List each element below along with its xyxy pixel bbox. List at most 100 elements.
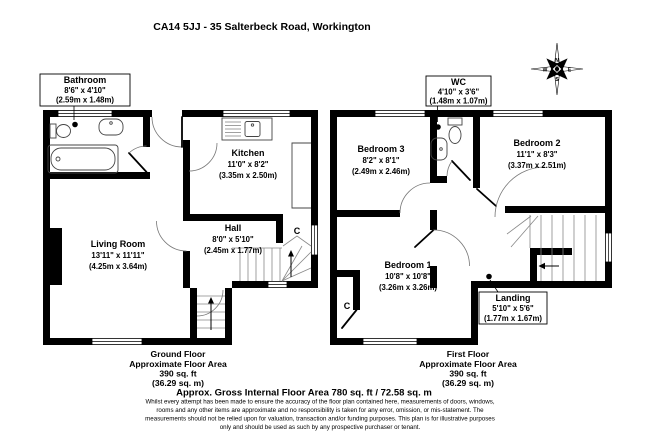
bathtub-icon [47,144,119,174]
compass-label-s: S [555,77,559,83]
bedroom3-metric: (2.49m x 2.46m) [352,167,410,176]
first-floor-fixtures [430,117,492,280]
chimney-breast [43,228,62,285]
compass-blade-sw [546,67,559,80]
ground-floor-caption-line2: Approximate Floor Area [129,359,227,369]
bedroom3-door-arc [399,182,431,214]
compass-blade-se [555,67,568,80]
ground-floor-doors [128,116,312,317]
cupboard-folding-door [282,235,312,247]
hall-imperial: 8'0" x 5'10" [212,235,254,244]
hall-metric: (2.45m x 1.77m) [204,246,262,255]
bathroom-door-arc [128,145,147,154]
hall-label: Hall 8'0" x 5'10" (2.45m x 1.77m) [204,223,262,255]
compass-center-dot [554,66,560,72]
first-floor-caption-line2: Approximate Floor Area [419,359,517,369]
compass-label-e: E [568,68,572,74]
ground-floor-caption-line1: Ground Floor [151,349,207,359]
bathroom-metric: (2.59m x 1.48m) [56,96,114,105]
stair-lobby-door-arc [196,289,224,317]
disclaimer-line4: only and should be used as such by any p… [220,424,421,431]
first-floor-caption-line4: (36.29 sq. m) [442,378,494,388]
bedroom2-door-leaf [476,188,497,207]
bathroom-door-leaf [128,152,148,173]
living-room-label: Living Room 13'11" x 11'11" (4.25m x 3.6… [89,239,147,271]
bedroom2-name: Bedroom 2 [513,138,560,148]
wc-metric: (1.48m x 1.07m) [429,97,487,106]
first-floor-walls [330,110,612,345]
kitchen-label: Kitchen 11'0" x 8'2" (3.35m x 2.50m) [219,148,277,180]
kitchen-name: Kitchen [231,148,264,158]
living-room-door-arc [156,220,187,252]
ground-floor-walls [43,110,318,345]
bathroom-label-box: Bathroom 8'6" x 4'10" (2.59m x 1.48m) [39,73,131,120]
first-floor-stairs [506,215,597,281]
page-title: CA14 5JJ - 35 Salterbeck Road, Workingto… [153,21,370,33]
living-room-imperial: 13'11" x 11'11" [91,251,144,260]
kitchen-metric: (3.35m x 2.50m) [219,171,277,180]
wc-toilet-icon [447,117,463,144]
bathroom-name: Bathroom [64,75,107,85]
wc-name: WC [451,77,466,87]
bedroom1-door-leaf [414,229,435,248]
bedroom2-metric: (3.37m x 2.51m) [508,161,566,170]
bedroom1-imperial: 10'8" x 10'8" [385,272,431,281]
disclaimer-line2: rooms and any other items are approximat… [156,407,484,414]
wc-imperial: 4'10" x 3'6" [438,88,480,97]
ff-cupboard-door-leaf [341,309,358,329]
ground-floor-caption: Ground Floor Approximate Floor Area 390 … [129,349,227,388]
ground-floor-caption-line4: (36.29 sq. m) [152,378,204,388]
front-door-arc [151,116,183,148]
bedroom3-name: Bedroom 3 [357,144,404,154]
wc-door-arc [446,160,453,177]
hall-name: Hall [225,223,242,233]
landing-metric: (1.77m x 1.67m) [484,314,542,323]
landing-name: Landing [496,293,531,303]
first-floor-caption: First Floor Approximate Floor Area 390 s… [419,349,517,388]
wc-marker-dot [435,124,441,130]
bedroom2-imperial: 11'1" x 8'3" [516,150,557,159]
bedroom3-label: Bedroom 3 8'2" x 8'1" (2.49m x 2.46m) [352,144,410,176]
bathroom-marker-dot [72,121,78,128]
bedroom1-label: Bedroom 1 10'8" x 10'8" (3.26m x 3.26m) [379,260,437,292]
compass-blade-ne [555,58,568,71]
ground-floor-windows [57,110,318,345]
compass-rose-icon: N S W E [530,42,584,96]
bathroom-imperial: 8'6" x 4'10" [64,86,106,95]
gross-area-summary: Approx. Gross Internal Floor Area 780 sq… [176,388,432,399]
disclaimer-line3: measurements should not be relied upon f… [145,416,495,423]
wc-label-box: WC 4'10" x 3'6" (1.48m x 1.07m) [425,75,492,122]
bedroom1-name: Bedroom 1 [384,260,431,270]
disclaimer-line1: Whilst every attempt has been made to en… [145,399,494,406]
ground-floor-stairs [197,245,312,330]
first-floor-caption-line1: First Floor [447,349,490,359]
basin-icon [98,118,124,136]
bedroom2-door-arc [494,166,546,218]
toilet-icon [49,123,71,139]
ground-floor-cupboard-label: C [294,226,301,236]
first-floor-doors [341,160,546,329]
living-room-name: Living Room [91,239,146,249]
bedroom1-metric: (3.26m x 3.26m) [379,283,437,292]
bedroom3-imperial: 8'2" x 8'1" [362,156,399,165]
first-floor-cupboard-label: C [344,301,351,311]
first-floor-caption-line3: 390 sq. ft [449,369,486,379]
kitchen-counter [291,142,311,209]
bedroom2-label: Bedroom 2 11'1" x 8'3" (3.37m x 2.51m) [508,138,566,170]
kitchen-imperial: 11'0" x 8'2" [227,160,268,169]
wc-basin-icon [430,137,448,161]
compass-blade-nw [546,58,559,71]
ground-floor-plan: Bathroom 8'6" x 4'10" (2.59m x 1.48m) Ki… [39,73,318,388]
first-floor-windows [362,110,613,345]
landing-label-box: Landing 5'10" x 5'6" (1.77m x 1.67m) [478,279,548,325]
compass-label-w: W [543,68,548,74]
first-floor-plan: WC 4'10" x 3'6" (1.48m x 1.07m) Bedroom … [330,75,613,388]
wc-door-leaf [451,160,471,181]
compass-label-n: N [555,58,559,64]
landing-marker-dot [486,273,492,280]
landing-imperial: 5'10" x 5'6" [492,304,534,313]
kitchen-door-arc [188,142,218,172]
bedroom1-door-arc [433,229,470,267]
